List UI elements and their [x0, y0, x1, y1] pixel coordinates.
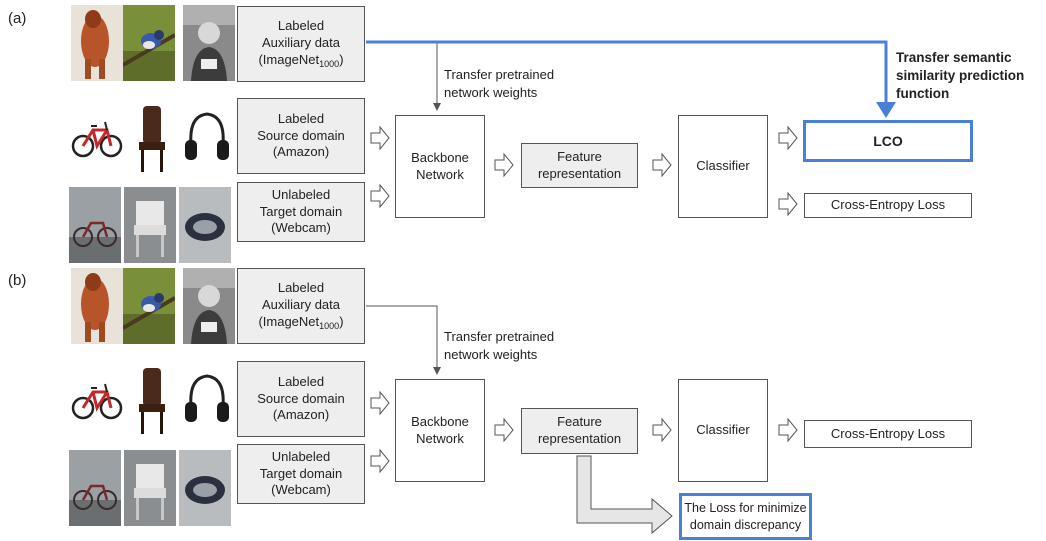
- transfer-weights-label: Transfer pretrained network weights: [444, 329, 555, 362]
- hollow-arrow: [494, 152, 514, 178]
- hollow-arrow: [778, 191, 798, 217]
- classifier-box: Classifier: [678, 379, 768, 482]
- cross-entropy-loss-box: Cross-Entropy Loss: [804, 193, 972, 218]
- hollow-arrow: [370, 390, 390, 416]
- classifier-box: Classifier: [678, 115, 768, 218]
- source-domain-box: Labeled Source domain (Amazon): [237, 98, 365, 174]
- target-domain-box: Unlabeled Target domain (Webcam): [237, 444, 365, 504]
- hollow-arrow: [778, 125, 798, 151]
- hollow-arrow: [370, 448, 390, 474]
- auxiliary-data-box: Labeled Auxiliary data (ImageNet1000): [237, 268, 365, 344]
- hollow-arrow: [652, 417, 672, 443]
- source-line3: (Amazon): [272, 144, 330, 160]
- lco-box: LCO: [803, 120, 973, 162]
- auxiliary-line2: Auxiliary data: [261, 34, 341, 50]
- feature-representation-box: Feature representation: [521, 143, 638, 188]
- hollow-arrow: [370, 183, 390, 209]
- source-domain-box: Labeled Source domain (Amazon): [237, 361, 365, 437]
- semantic-transfer-arrow: [366, 40, 888, 106]
- hollow-arrow: [370, 125, 390, 151]
- source-line2: Source domain: [257, 127, 345, 143]
- auxiliary-line3: (ImageNet1000): [258, 313, 344, 331]
- semantic-transfer-arrowhead: [876, 102, 896, 118]
- cross-entropy-loss-box: Cross-Entropy Loss: [804, 420, 972, 448]
- target-domain-box: Unlabeled Target domain (Webcam): [237, 182, 365, 242]
- target-line2: Target domain: [259, 203, 343, 219]
- transfer-weights-label: Transfer pretrained network weights: [444, 67, 555, 100]
- feature-to-discrepancy-arrow: [576, 455, 673, 535]
- backbone-network-box: Backbone Network: [395, 379, 485, 482]
- auxiliary-data-box: Labeled Auxiliary data (ImageNet1000): [237, 6, 365, 82]
- semantic-transfer-label: Transfer semantic similarity prediction …: [896, 50, 1025, 102]
- domain-discrepancy-loss-box: The Loss for minimize domain discrepancy: [679, 493, 812, 540]
- auxiliary-line3: (ImageNet1000): [258, 51, 344, 69]
- target-line1: Unlabeled: [271, 186, 331, 202]
- panel-b-label: (b): [8, 272, 27, 289]
- hollow-arrow: [778, 417, 798, 443]
- pretrained-weights-connector: [366, 305, 441, 375]
- backbone-network-box: Backbone Network: [395, 115, 485, 218]
- panel-a-label: (a): [8, 10, 27, 27]
- hollow-arrow: [494, 417, 514, 443]
- hollow-arrow: [652, 152, 672, 178]
- auxiliary-line1: Labeled: [277, 17, 325, 33]
- feature-representation-box: Feature representation: [521, 408, 638, 454]
- target-line3: (Webcam): [271, 220, 331, 236]
- source-line1: Labeled: [277, 110, 325, 126]
